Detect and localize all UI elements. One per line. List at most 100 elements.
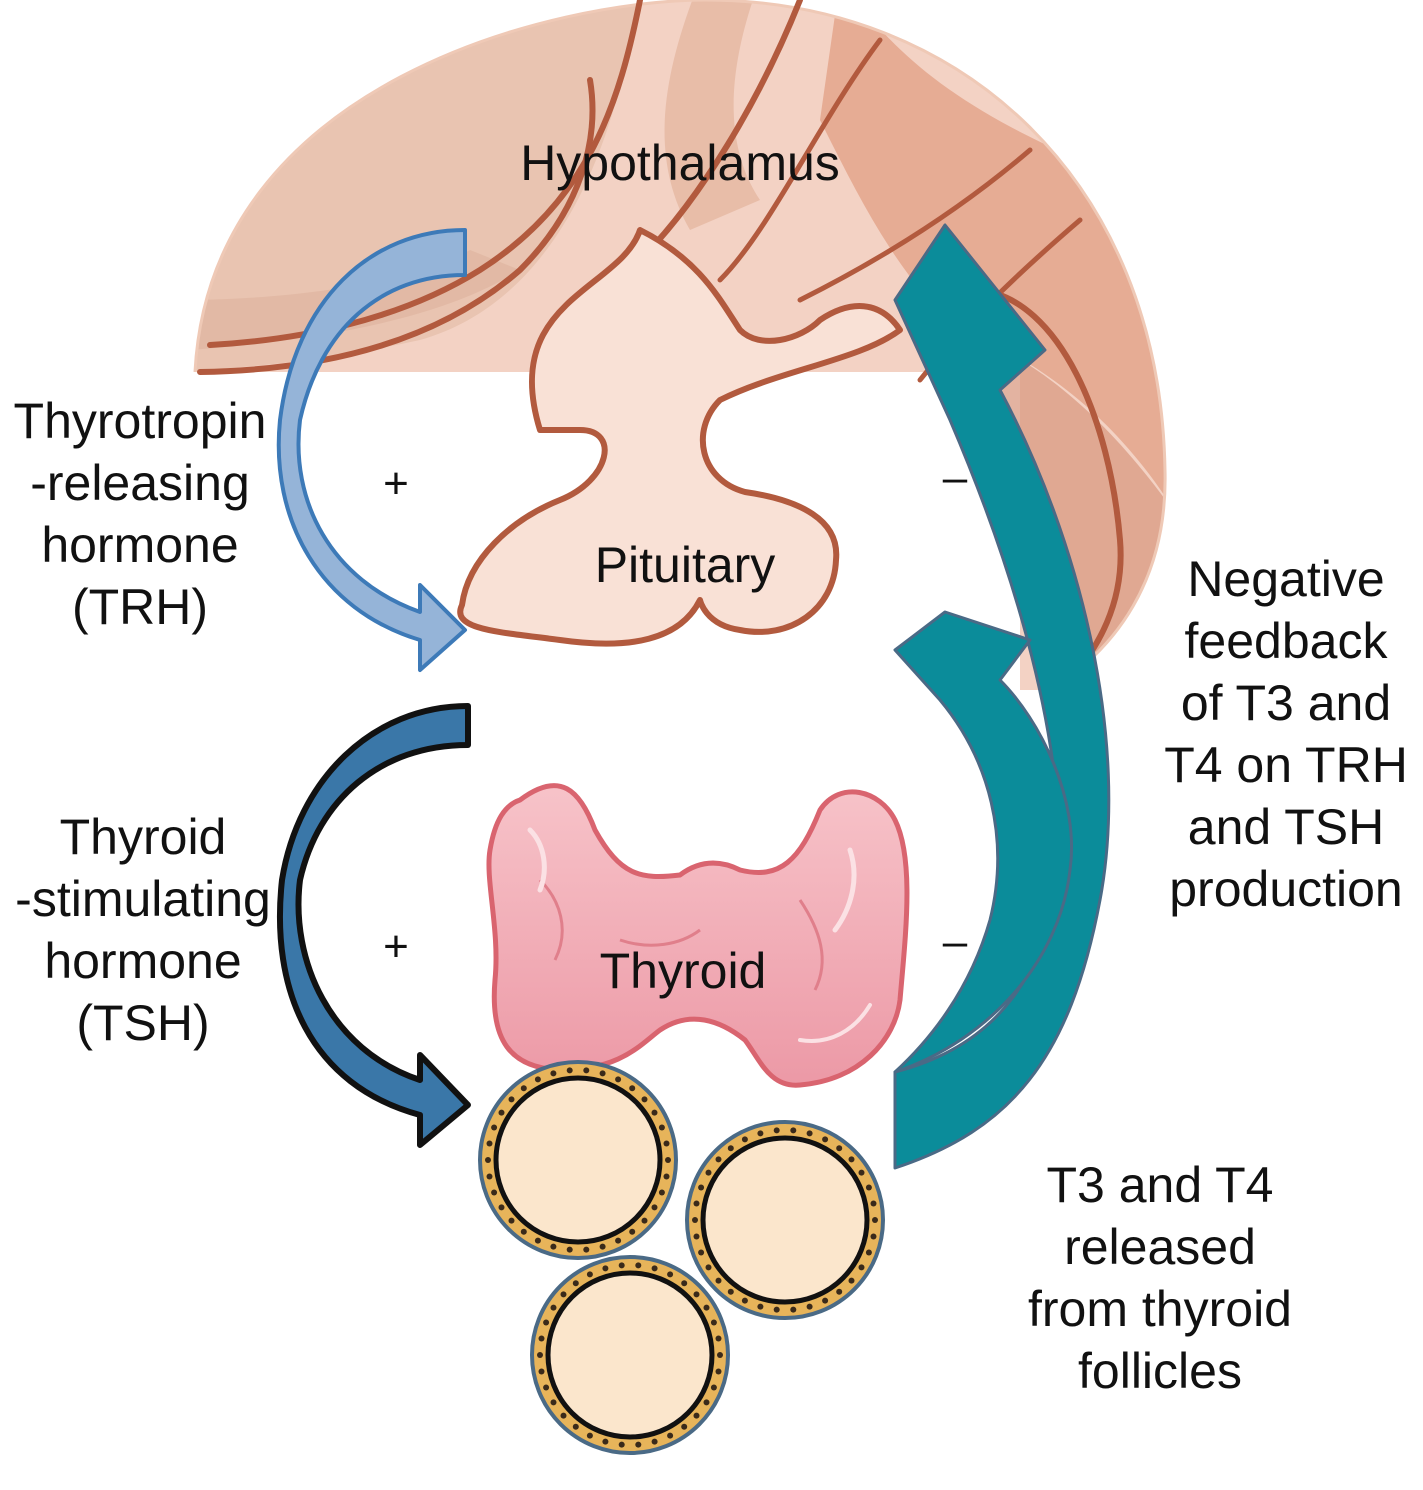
follicle-cell-nucleus [870,1233,877,1240]
follicle-cell-nucleus [629,1228,636,1235]
follicle-cell-nucleus [703,1399,710,1406]
follicle-cell-nucleus [543,1319,550,1326]
follicle-cell-nucleus [836,1145,843,1152]
trh-label-line: (TRH) [71,579,209,635]
follicle-cell-nucleus [870,1200,877,1207]
follicle-cell-nucleus [658,1124,665,1131]
follicle-cell-nucleus [872,1217,878,1223]
follicle-cell-nucleus [693,1412,700,1419]
follicle-cell-nucleus [715,1156,722,1163]
follicle-cell-nucleus [538,1335,545,1342]
trh-label-line: -releasing [30,455,250,511]
follicle-cell-nucleus [550,1399,557,1406]
follicle-cell-nucleus [599,1070,606,1077]
follicle-cell-nucleus [663,1140,670,1147]
follicle-cell-nucleus [741,1136,748,1143]
trh-label: Thyrotropin -releasing hormone (TRH) [14,390,267,638]
tsh-label-line: -stimulating [15,871,271,927]
feedback-label-line: and TSH [1187,799,1385,855]
follicle-cell-nucleus [790,1127,797,1134]
feedback-label-line: of T3 and [1180,675,1392,731]
follicle-cell-nucleus [629,1085,636,1092]
follicle-cell-nucleus [534,1076,541,1083]
pituitary-gland-icon [457,227,903,647]
release-label-line: from thyroid [1028,1281,1292,1337]
follicle-cell-nucleus [508,1096,515,1103]
tsh-stimulation-sign: + [383,922,409,971]
release-label-line: T3 and T4 [1046,1157,1274,1213]
follicle-cell-nucleus [806,1303,813,1310]
follicle-cell-nucleus [681,1423,688,1430]
follicle-cell-nucleus [641,1217,648,1224]
follicle-cell-nucleus [538,1368,545,1375]
follicle-cell-nucleus [858,1169,865,1176]
follicle-cell-nucleus [491,1189,498,1196]
follicle-cell-nucleus [681,1280,688,1287]
follicle-cell-nucleus [790,1306,797,1313]
follicle-cell-nucleus [757,1130,764,1137]
follicle-cell-nucleus [698,1249,705,1256]
follicle-cell-nucleus [520,1228,527,1235]
follicle-cell-nucleus [667,1271,674,1278]
trh-arrow [276,228,467,672]
follicle-cell-nucleus [560,1412,567,1419]
follicle-cell-nucleus [641,1096,648,1103]
follicle-cell-nucleus [651,1265,658,1272]
follicle-cell-nucleus [698,1184,705,1191]
follicle-cell-nucleus [757,1303,764,1310]
follicle-cell-nucleus [727,1288,734,1295]
follicle-cell-nucleus [635,1441,642,1448]
follicle-cell-nucleus [520,1085,527,1092]
follicle-cell-nucleus [560,1291,567,1298]
follicle-cell-nucleus [703,1304,710,1311]
release-label-line: follicles [1078,1343,1242,1399]
feedback-label-line: Negative [1187,551,1385,607]
follicle-cell-nucleus [550,1243,557,1250]
follicle-cell-nucleus [865,1249,872,1256]
follicle-cell-nucleus [848,1277,855,1284]
tsh-label: Thyroid -stimulating hormone (TSH) [15,806,271,1054]
follicle-cell-nucleus [586,1271,593,1278]
follicle-cell-nucleus [508,1217,515,1224]
pituitary-label: Pituitary [594,537,776,593]
follicle-cell-nucleus [848,1156,855,1163]
follicle-cell-nucleus [715,1277,722,1284]
follicle-cell-nucleus [537,1352,543,1358]
follicle-cell-nucleus [651,1109,658,1116]
follicle-cell-nucleus [667,1432,674,1439]
follicle-cell-nucleus [486,1173,493,1180]
follicle-cell-nucleus [602,1265,609,1272]
follicle-cell-nucleus [651,1204,658,1211]
follicle-cell-nucleus [618,1441,625,1448]
follicle-cell-nucleus [741,1297,748,1304]
follicle-cell-nucleus [550,1070,557,1077]
feedback-label-line: production [1169,861,1403,917]
follicle-cell-nucleus [773,1306,780,1313]
tsh-label-line: (TSH) [76,995,210,1051]
follicle-cell-nucleus [635,1262,642,1269]
release-label: T3 and T4 released from thyroid follicle… [1028,1154,1292,1402]
follicle-cell-nucleus [615,1076,622,1083]
follicle-cell-nucleus [651,1438,658,1445]
feedback-label-line: T4 on TRH [1164,737,1408,793]
follicle-cell-nucleus [858,1264,865,1271]
follicle-cell-nucleus [498,1109,505,1116]
follicle-cell-nucleus [602,1438,609,1445]
follicle-cell-nucleus [658,1189,665,1196]
follicle-cell-nucleus [665,1157,671,1163]
follicle-cell-nucleus [534,1237,541,1244]
thyroid-gland-icon [486,783,910,1088]
follicle-cell-nucleus [485,1157,491,1163]
negative-feedback-label: Negative feedback of T3 and T4 on TRH an… [1164,548,1408,920]
follicle-cell-nucleus [583,1246,590,1253]
tsh-arrow [276,703,471,1148]
follicle-cell-nucleus [498,1204,505,1211]
follicle-cell-nucleus [550,1304,557,1311]
follicle-cell-nucleus [727,1145,734,1152]
follicle-cell-nucleus [572,1280,579,1287]
follicle-cell-nucleus [822,1136,829,1143]
trh-stimulation-sign: + [383,459,409,508]
follicle-cell-nucleus [710,1384,717,1391]
